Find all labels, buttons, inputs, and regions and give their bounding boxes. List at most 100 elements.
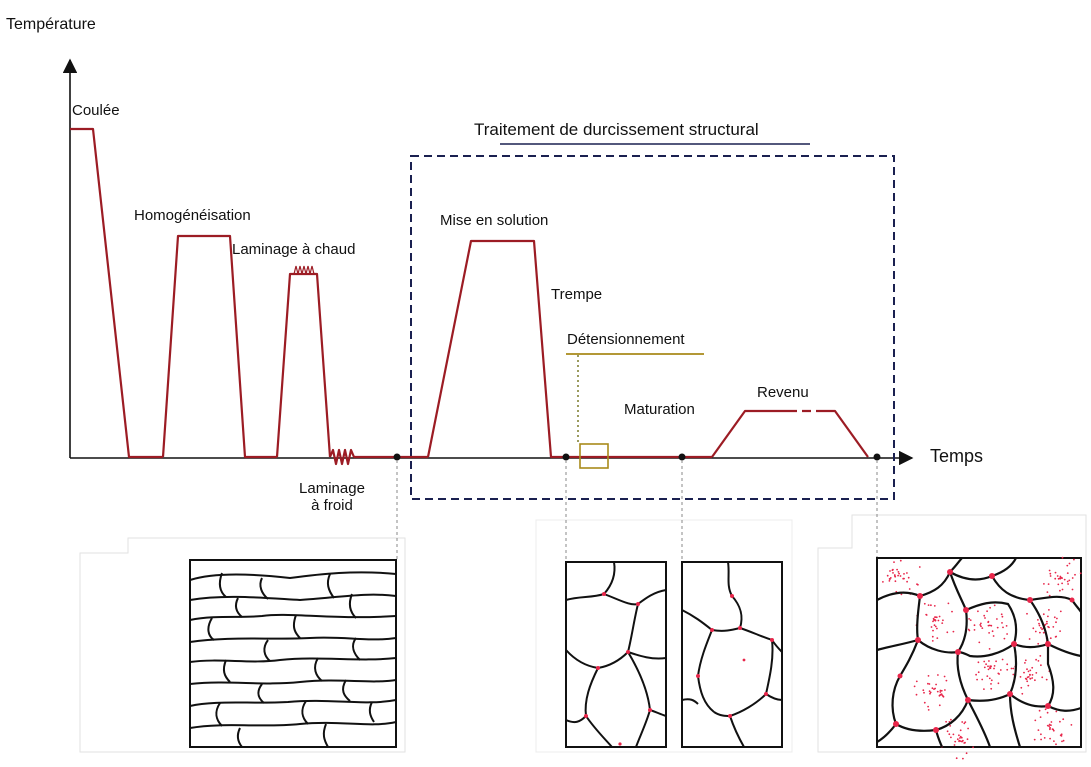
precipitate-dot xyxy=(987,620,990,623)
precipitate-dot xyxy=(927,675,930,677)
precipitate-dot xyxy=(889,577,892,579)
precipitate-dot xyxy=(1047,615,1049,618)
precipitate-dot xyxy=(1041,628,1043,631)
precipitate-dot xyxy=(927,604,930,606)
precipitate-dot xyxy=(1033,738,1036,741)
precipitate-dot xyxy=(1025,678,1028,681)
precipitate-dot xyxy=(1044,623,1047,626)
precipitate-dot xyxy=(963,742,966,744)
precipitate-dot xyxy=(927,682,929,685)
precipitate-dot xyxy=(1027,670,1030,673)
precipitate-dot xyxy=(941,622,944,624)
precipitate-dot xyxy=(1006,663,1009,666)
state-point-3 xyxy=(678,453,686,461)
precipitate-dot xyxy=(998,673,1000,675)
precipitate-dot xyxy=(953,744,956,746)
precipitate-dot xyxy=(1019,676,1022,678)
precipitate-dot xyxy=(1051,728,1054,730)
precipitate-dot xyxy=(1055,743,1057,746)
precipitate-dot xyxy=(1059,575,1062,578)
precipitate-dot xyxy=(1035,672,1038,674)
precipitate-dot xyxy=(1037,729,1040,731)
precipitate-dot xyxy=(1048,725,1050,727)
precipitate-dot xyxy=(932,629,934,632)
precipitate-dot xyxy=(1066,564,1069,567)
precipitate-dot xyxy=(938,704,941,707)
precipitate-dot xyxy=(1062,718,1065,721)
precipitate-dot xyxy=(1067,583,1069,585)
precipitate-dot xyxy=(983,666,986,669)
precipitate-dot xyxy=(1006,633,1008,635)
precipitate-dot xyxy=(892,572,894,574)
precipitate-dot xyxy=(888,580,891,582)
micrograph-after-revenu xyxy=(876,556,1082,760)
precipitate-dot xyxy=(991,630,994,633)
precipitate-dot xyxy=(1026,668,1028,671)
precipitate-dot xyxy=(1060,733,1063,736)
precipitate-dot xyxy=(988,624,991,627)
precipitate-dot xyxy=(1031,677,1034,679)
temperature-curve xyxy=(70,127,869,466)
section-title: Traitement de durcissement structural xyxy=(474,120,759,139)
precipitate-dot xyxy=(993,604,996,607)
precipitate-dot xyxy=(980,622,982,625)
precipitate-dot xyxy=(967,628,970,631)
precipitate-dot xyxy=(923,691,925,694)
precipitate-dot xyxy=(1068,579,1071,582)
precipitate-dot xyxy=(948,721,951,723)
precipitate-dot xyxy=(1021,692,1024,695)
precipitate-dot xyxy=(1031,666,1034,669)
precipitate-dot xyxy=(966,738,969,741)
precipitate-dot xyxy=(942,695,944,697)
precipitate-dot xyxy=(1074,573,1076,576)
precipitate-dot xyxy=(997,682,1000,685)
precipitate-dot xyxy=(897,574,899,577)
precipitate-dot xyxy=(1034,679,1036,682)
label-detensionnement: Détensionnement xyxy=(567,331,685,348)
precipitate-dot xyxy=(1061,577,1063,579)
precipitate-dot xyxy=(929,692,931,695)
precipitate-dot xyxy=(987,668,990,671)
precipitate-dot xyxy=(1039,631,1041,634)
precipitate-dot xyxy=(925,613,928,616)
precipitate-dot xyxy=(945,720,947,723)
precipitate-dot xyxy=(899,575,902,577)
precipitate-dot xyxy=(1024,659,1027,662)
label-mise-en-solution: Mise en solution xyxy=(440,212,549,229)
precipitate-dot xyxy=(1039,655,1042,657)
micrograph-after-maturation xyxy=(681,561,783,748)
precipitate-dot xyxy=(934,625,937,628)
precipitate-dot xyxy=(967,727,969,730)
precipitate-dot xyxy=(1049,637,1052,640)
y-axis-label: Température xyxy=(6,16,96,33)
precipitate-dot xyxy=(1056,575,1059,577)
precipitate-dot xyxy=(1024,662,1026,664)
precipitate-dot xyxy=(989,606,991,609)
curve-aging-ramp xyxy=(711,409,788,458)
precipitate-dot xyxy=(906,572,908,574)
precipitate-dot xyxy=(1038,622,1040,625)
precipitate-dot xyxy=(1068,562,1071,565)
precipitate-dot xyxy=(1037,660,1040,662)
precipitate-dot xyxy=(923,602,926,605)
micrograph-backdrop-left xyxy=(79,537,406,753)
precipitate-dot xyxy=(928,683,931,685)
precipitate-dot xyxy=(952,733,955,736)
precipitate-dot xyxy=(1046,622,1048,625)
precipitate-dot xyxy=(932,617,935,620)
precipitate-dot xyxy=(1026,680,1029,683)
precipitate-dot xyxy=(1001,658,1004,661)
precipitate-dot xyxy=(1048,569,1051,572)
precipitate-dot xyxy=(999,669,1002,671)
precipitate-dot xyxy=(990,679,993,682)
precipitate-dot xyxy=(988,677,991,680)
precipitate-dot xyxy=(983,614,986,617)
precipitate-dot xyxy=(1034,719,1037,722)
precipitate-dot xyxy=(893,561,895,563)
precipitate-dot xyxy=(937,674,939,676)
precipitate-dot xyxy=(1049,737,1051,740)
precipitate-dot xyxy=(1079,572,1082,575)
precipitate-dot xyxy=(896,568,898,571)
precipitate-dot xyxy=(928,690,931,693)
